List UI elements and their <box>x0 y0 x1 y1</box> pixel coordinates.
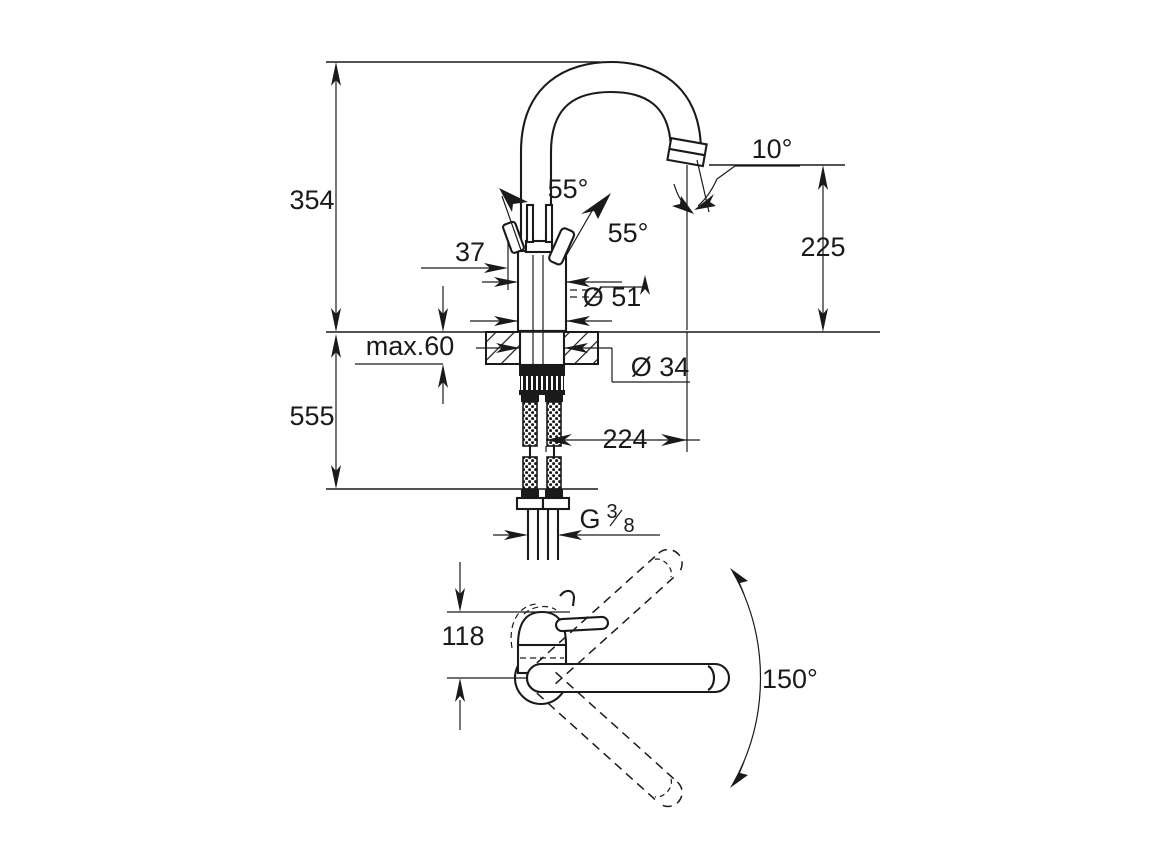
dimension-555-label: 555 <box>289 401 334 431</box>
angle-55-left-label: 55° <box>548 174 589 204</box>
dimension-354: 354 <box>289 62 341 332</box>
spout-outlet-nozzle <box>666 136 708 168</box>
angle-55-right-label: 55° <box>608 218 649 248</box>
dimension-37: 37 <box>421 237 509 290</box>
dimension-224: 224 <box>546 424 700 454</box>
dimension-dia51-label: Ø 51 <box>583 282 642 312</box>
supply-hoses-lower <box>515 456 571 560</box>
dimension-dia34-label: Ø 34 <box>631 352 690 382</box>
dimension-354-label: 354 <box>289 185 334 215</box>
angle-10-label: 10° <box>752 134 793 164</box>
plan-spout-lower <box>536 671 683 808</box>
dimension-worktop-thickness: max.60 <box>355 286 454 404</box>
thread-g-label: G <box>579 504 600 534</box>
dimension-225-label: 225 <box>800 232 845 262</box>
angle-150deg: 150° <box>730 568 818 788</box>
angle-10deg: 10° <box>672 134 800 214</box>
plan-spout-upper <box>536 548 683 685</box>
dimension-555: 555 <box>289 334 341 489</box>
fixing-nut <box>519 364 565 395</box>
faucet-plan-view: 150° <box>510 548 818 808</box>
angle-55-left: 55° <box>499 174 589 251</box>
dimension-118-label: 118 <box>441 621 484 651</box>
spout-gooseneck <box>519 60 710 330</box>
dimension-118: 118 <box>441 562 570 730</box>
plan-spout-center <box>526 662 730 694</box>
thread-numerator-label: 3 <box>606 501 617 523</box>
dimension-37-label: 37 <box>455 237 485 267</box>
angle-150-label: 150° <box>762 664 818 694</box>
angle-55-right: 55° <box>565 193 649 257</box>
dimension-225: 225 <box>800 165 846 332</box>
dimension-dia51: Ø 51 <box>470 275 650 326</box>
supply-hoses-upper <box>521 395 563 466</box>
thread-denominator-label: 8 <box>623 515 634 537</box>
thread-callout-g38: G 3 8 <box>493 501 660 540</box>
reference-lines <box>326 61 880 490</box>
dimension-224-label: 224 <box>602 424 647 454</box>
dimension-dia34: Ø 34 <box>476 343 690 383</box>
dimension-worktop-label: max.60 <box>366 331 455 361</box>
